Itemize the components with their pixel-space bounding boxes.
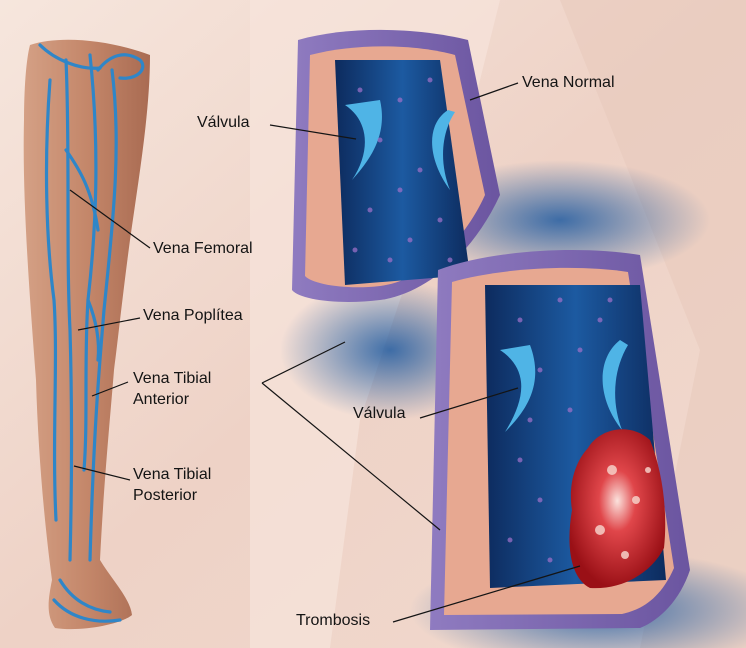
label-trombosis: Trombosis	[296, 611, 370, 630]
label-vena-tibial-posterior-line1: Vena Tibial	[133, 465, 211, 484]
label-vena-normal: Vena Normal	[522, 73, 615, 92]
label-valvula-bottom: Válvula	[353, 404, 405, 423]
label-vena-poplitea: Vena Poplítea	[143, 306, 243, 325]
label-valvula-top: Válvula	[197, 113, 249, 132]
label-vena-tibial-anterior-line2: Anterior	[133, 390, 189, 409]
label-vena-tibial-posterior-line2: Posterior	[133, 486, 197, 505]
label-vena-tibial-anterior-line1: Vena Tibial	[133, 369, 211, 388]
thrombus-clot	[569, 429, 665, 588]
label-vena-femoral: Vena Femoral	[153, 239, 253, 258]
